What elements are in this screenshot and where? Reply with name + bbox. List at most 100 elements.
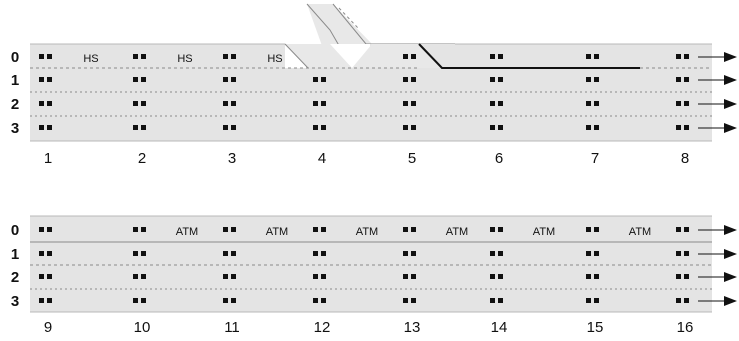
sensor-loop xyxy=(321,125,326,130)
sensor-loop xyxy=(231,125,236,130)
sensor-loop xyxy=(47,125,52,130)
sensor-loop xyxy=(39,227,44,232)
lane-number-3: 3 xyxy=(11,120,19,137)
direction-arrow-icon xyxy=(724,296,737,306)
sensor-loop xyxy=(684,125,689,130)
atm-label: ATM xyxy=(356,226,378,238)
sensor-loop xyxy=(498,125,503,130)
lane-number-0: 0 xyxy=(11,222,19,239)
gantry-number-4: 4 xyxy=(318,150,326,167)
sensor-loop xyxy=(321,251,326,256)
direction-arrow-icon xyxy=(724,272,737,282)
sensor-loop xyxy=(403,274,408,279)
sensor-loop xyxy=(594,227,599,232)
sensor-loop xyxy=(594,251,599,256)
sensor-loop xyxy=(403,54,408,59)
sensor-loop xyxy=(141,54,146,59)
lane-number-1: 1 xyxy=(11,246,19,263)
gantry-number-3: 3 xyxy=(228,150,236,167)
gantry-number-9: 9 xyxy=(44,319,52,336)
sensor-loop xyxy=(676,274,681,279)
sensor-loop xyxy=(403,251,408,256)
sensor-loop xyxy=(321,227,326,232)
sensor-loop xyxy=(684,227,689,232)
sensor-loop xyxy=(47,54,52,59)
direction-arrow-icon xyxy=(724,225,737,235)
sensor-loop xyxy=(223,251,228,256)
lane-number-2: 2 xyxy=(11,96,19,113)
slip-road-dash xyxy=(338,7,359,29)
sensor-loop xyxy=(594,125,599,130)
sensor-loop xyxy=(490,101,495,106)
sensor-loop xyxy=(498,54,503,59)
gantry-number-15: 15 xyxy=(587,319,604,336)
direction-arrow-icon xyxy=(724,75,737,85)
hard-shoulder-label: HS xyxy=(267,53,282,65)
sensor-loop xyxy=(411,227,416,232)
sensor-loop xyxy=(313,125,318,130)
sensor-loop xyxy=(411,298,416,303)
sensor-loop xyxy=(313,77,318,82)
sensor-loop xyxy=(490,54,495,59)
gantry-number-8: 8 xyxy=(681,150,689,167)
sensor-loop xyxy=(223,125,228,130)
gantry-number-12: 12 xyxy=(314,319,331,336)
sensor-loop xyxy=(47,227,52,232)
sensor-loop xyxy=(141,274,146,279)
sensor-loop xyxy=(223,274,228,279)
lane-number-1: 1 xyxy=(11,72,19,89)
sensor-loop xyxy=(594,77,599,82)
sensor-loop xyxy=(47,274,52,279)
sensor-loop xyxy=(403,77,408,82)
direction-arrow-icon xyxy=(724,123,737,133)
sensor-loop xyxy=(141,77,146,82)
sensor-loop xyxy=(411,125,416,130)
sensor-loop xyxy=(676,54,681,59)
sensor-loop xyxy=(676,298,681,303)
sensor-loop xyxy=(411,274,416,279)
sensor-loop xyxy=(676,101,681,106)
sensor-loop xyxy=(321,298,326,303)
lane0-after-merge xyxy=(370,44,712,68)
sensor-loop xyxy=(39,77,44,82)
direction-arrow-icon xyxy=(724,99,737,109)
sensor-loop xyxy=(586,274,591,279)
sensor-loop xyxy=(133,227,138,232)
sensor-loop xyxy=(498,251,503,256)
sensor-loop xyxy=(39,101,44,106)
sensor-loop xyxy=(39,298,44,303)
sensor-loop xyxy=(594,101,599,106)
sensor-loop xyxy=(594,274,599,279)
gantry-number-16: 16 xyxy=(677,319,694,336)
lane-number-3: 3 xyxy=(11,293,19,310)
sensor-loop xyxy=(684,251,689,256)
sensor-loop xyxy=(141,298,146,303)
sensor-loop xyxy=(141,125,146,130)
gantry-number-2: 2 xyxy=(138,150,146,167)
sensor-loop xyxy=(490,298,495,303)
sensor-loop xyxy=(676,251,681,256)
sensor-loop xyxy=(594,54,599,59)
sensor-loop xyxy=(133,251,138,256)
gantry-number-11: 11 xyxy=(224,319,240,336)
sensor-loop xyxy=(223,54,228,59)
sensor-loop xyxy=(223,101,228,106)
sensor-loop xyxy=(498,298,503,303)
sensor-loop xyxy=(411,251,416,256)
sensor-loop xyxy=(141,227,146,232)
sensor-loop xyxy=(676,125,681,130)
sensor-loop xyxy=(39,54,44,59)
sensor-loop xyxy=(47,101,52,106)
direction-arrow-icon xyxy=(724,249,737,259)
sensor-loop xyxy=(133,274,138,279)
sensor-loop xyxy=(684,298,689,303)
sensor-loop xyxy=(498,274,503,279)
sensor-loop xyxy=(403,298,408,303)
gantry-number-13: 13 xyxy=(404,319,421,336)
sensor-loop xyxy=(498,77,503,82)
sensor-loop xyxy=(586,125,591,130)
sensor-loop xyxy=(684,274,689,279)
hard-shoulder-taper xyxy=(284,43,309,69)
hard-shoulder-label: HS xyxy=(177,53,192,65)
